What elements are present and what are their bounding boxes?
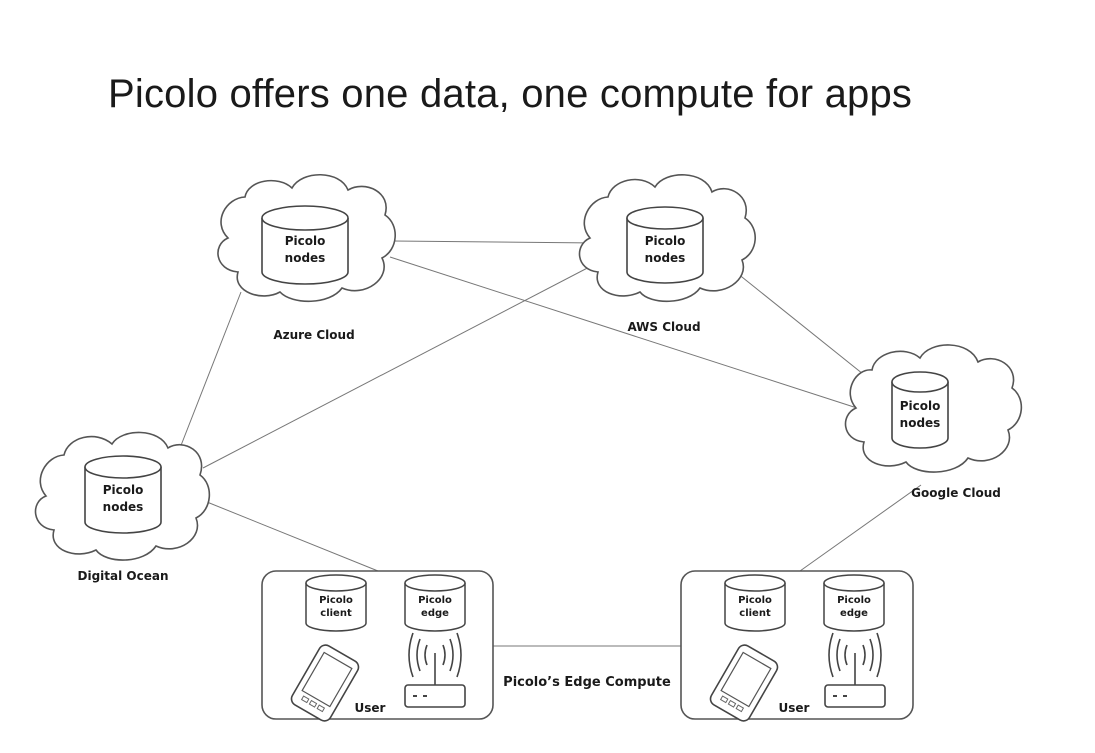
cloud-name-label: Google Cloud	[911, 486, 1001, 500]
aws-cloud: Picolo nodes AWS Cloud	[578, 174, 756, 334]
digitalocean-cloud: Picolo nodes Digital Ocean	[34, 431, 211, 583]
google-cloud: Picolo nodes Google Cloud	[844, 344, 1023, 500]
user-label: User	[355, 701, 386, 715]
link-aws-google	[726, 264, 869, 379]
diagram-title: Picolo offers one data, one compute for …	[108, 72, 913, 116]
link-google-edge	[799, 484, 922, 572]
db-label-line1: Picolo	[103, 483, 144, 497]
edge-label-line2: edge	[840, 608, 868, 619]
link-azure-aws	[392, 240, 599, 244]
database-icon	[626, 206, 704, 284]
client-db-icon	[305, 574, 367, 632]
link-azure-digitalocean	[179, 291, 242, 449]
link-digitalocean-edge	[201, 499, 379, 572]
user-label: User	[779, 701, 810, 715]
db-label-line1: Picolo	[900, 399, 941, 413]
client-label-line1: Picolo	[319, 595, 353, 606]
database-icon	[261, 205, 349, 285]
db-label-line2: nodes	[285, 251, 326, 265]
cloud-name-label: Azure Cloud	[273, 328, 354, 342]
edge-label-line1: Picolo	[837, 595, 871, 606]
edge-db-icon	[823, 574, 885, 632]
client-label-line2: client	[739, 608, 771, 619]
connection-lines	[179, 240, 922, 647]
database-icon	[891, 371, 949, 449]
edge-label-line1: Picolo	[418, 595, 452, 606]
db-label-line2: nodes	[900, 416, 941, 430]
client-label-line2: client	[320, 608, 352, 619]
edge-db-icon	[404, 574, 466, 632]
client-label-line1: Picolo	[738, 595, 772, 606]
edge-box-left: Picolo client Picolo edge User	[261, 570, 494, 725]
link-azure-google	[389, 256, 858, 409]
db-label-line2: nodes	[103, 500, 144, 514]
cloud-name-label: Digital Ocean	[78, 569, 169, 583]
db-label-line2: nodes	[645, 251, 686, 265]
edge-label-line2: edge	[421, 608, 449, 619]
cloud-name-label: AWS Cloud	[627, 320, 700, 334]
edge-box-right: Picolo client Picolo edge User	[680, 570, 914, 725]
database-icon	[84, 455, 162, 534]
client-db-icon	[724, 574, 786, 632]
link-aws-digitalocean	[202, 262, 598, 469]
edge-compute-label: Picolo’s Edge Compute	[503, 675, 671, 690]
db-label-line1: Picolo	[645, 234, 686, 248]
azure-cloud: Picolo nodes Azure Cloud	[217, 174, 396, 342]
db-label-line1: Picolo	[285, 234, 326, 248]
